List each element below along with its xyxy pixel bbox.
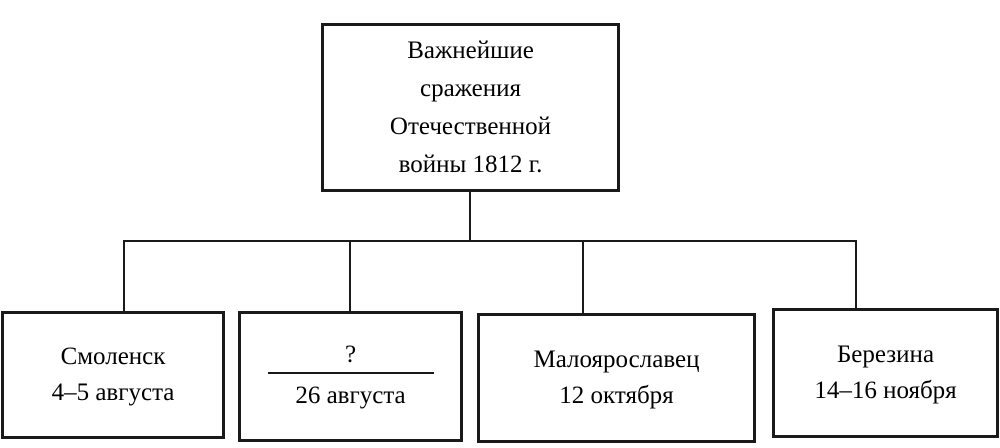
battle-date: 4–5 августа [51, 379, 175, 406]
battle-name: Малоярославец [533, 346, 700, 373]
node-unknown-battle: ? 26 августа [238, 311, 463, 442]
connector-drop-berezina [855, 240, 857, 308]
battle-date: 12 октября [559, 382, 674, 409]
root-node-line: сражения [420, 74, 521, 102]
root-node-major-battles: Важнейшие сражения Отечественной войны 1… [321, 23, 620, 192]
node-maloyaroslavets: Малоярославец 12 октября [477, 313, 756, 443]
connector-root-stem [469, 192, 471, 242]
root-node-line: Важнейшие [407, 36, 534, 64]
root-node-line: Отечественной [389, 112, 552, 140]
connector-horizontal-bus [123, 240, 857, 242]
battle-name: Смоленск [60, 343, 166, 370]
battle-name-blank: ? [267, 340, 434, 374]
connector-drop-smolensk [123, 240, 125, 311]
battle-name: Березина [836, 341, 935, 368]
battle-date: 26 августа [295, 381, 406, 409]
connector-drop-unknown [349, 240, 351, 311]
node-berezina: Березина 14–16 ноября [772, 308, 999, 438]
battle-date: 14–16 ноября [814, 377, 957, 404]
node-smolensk: Смоленск 4–5 августа [1, 311, 225, 439]
root-node-line: войны 1812 г. [398, 150, 543, 178]
connector-drop-maloyaroslavets [582, 240, 584, 313]
